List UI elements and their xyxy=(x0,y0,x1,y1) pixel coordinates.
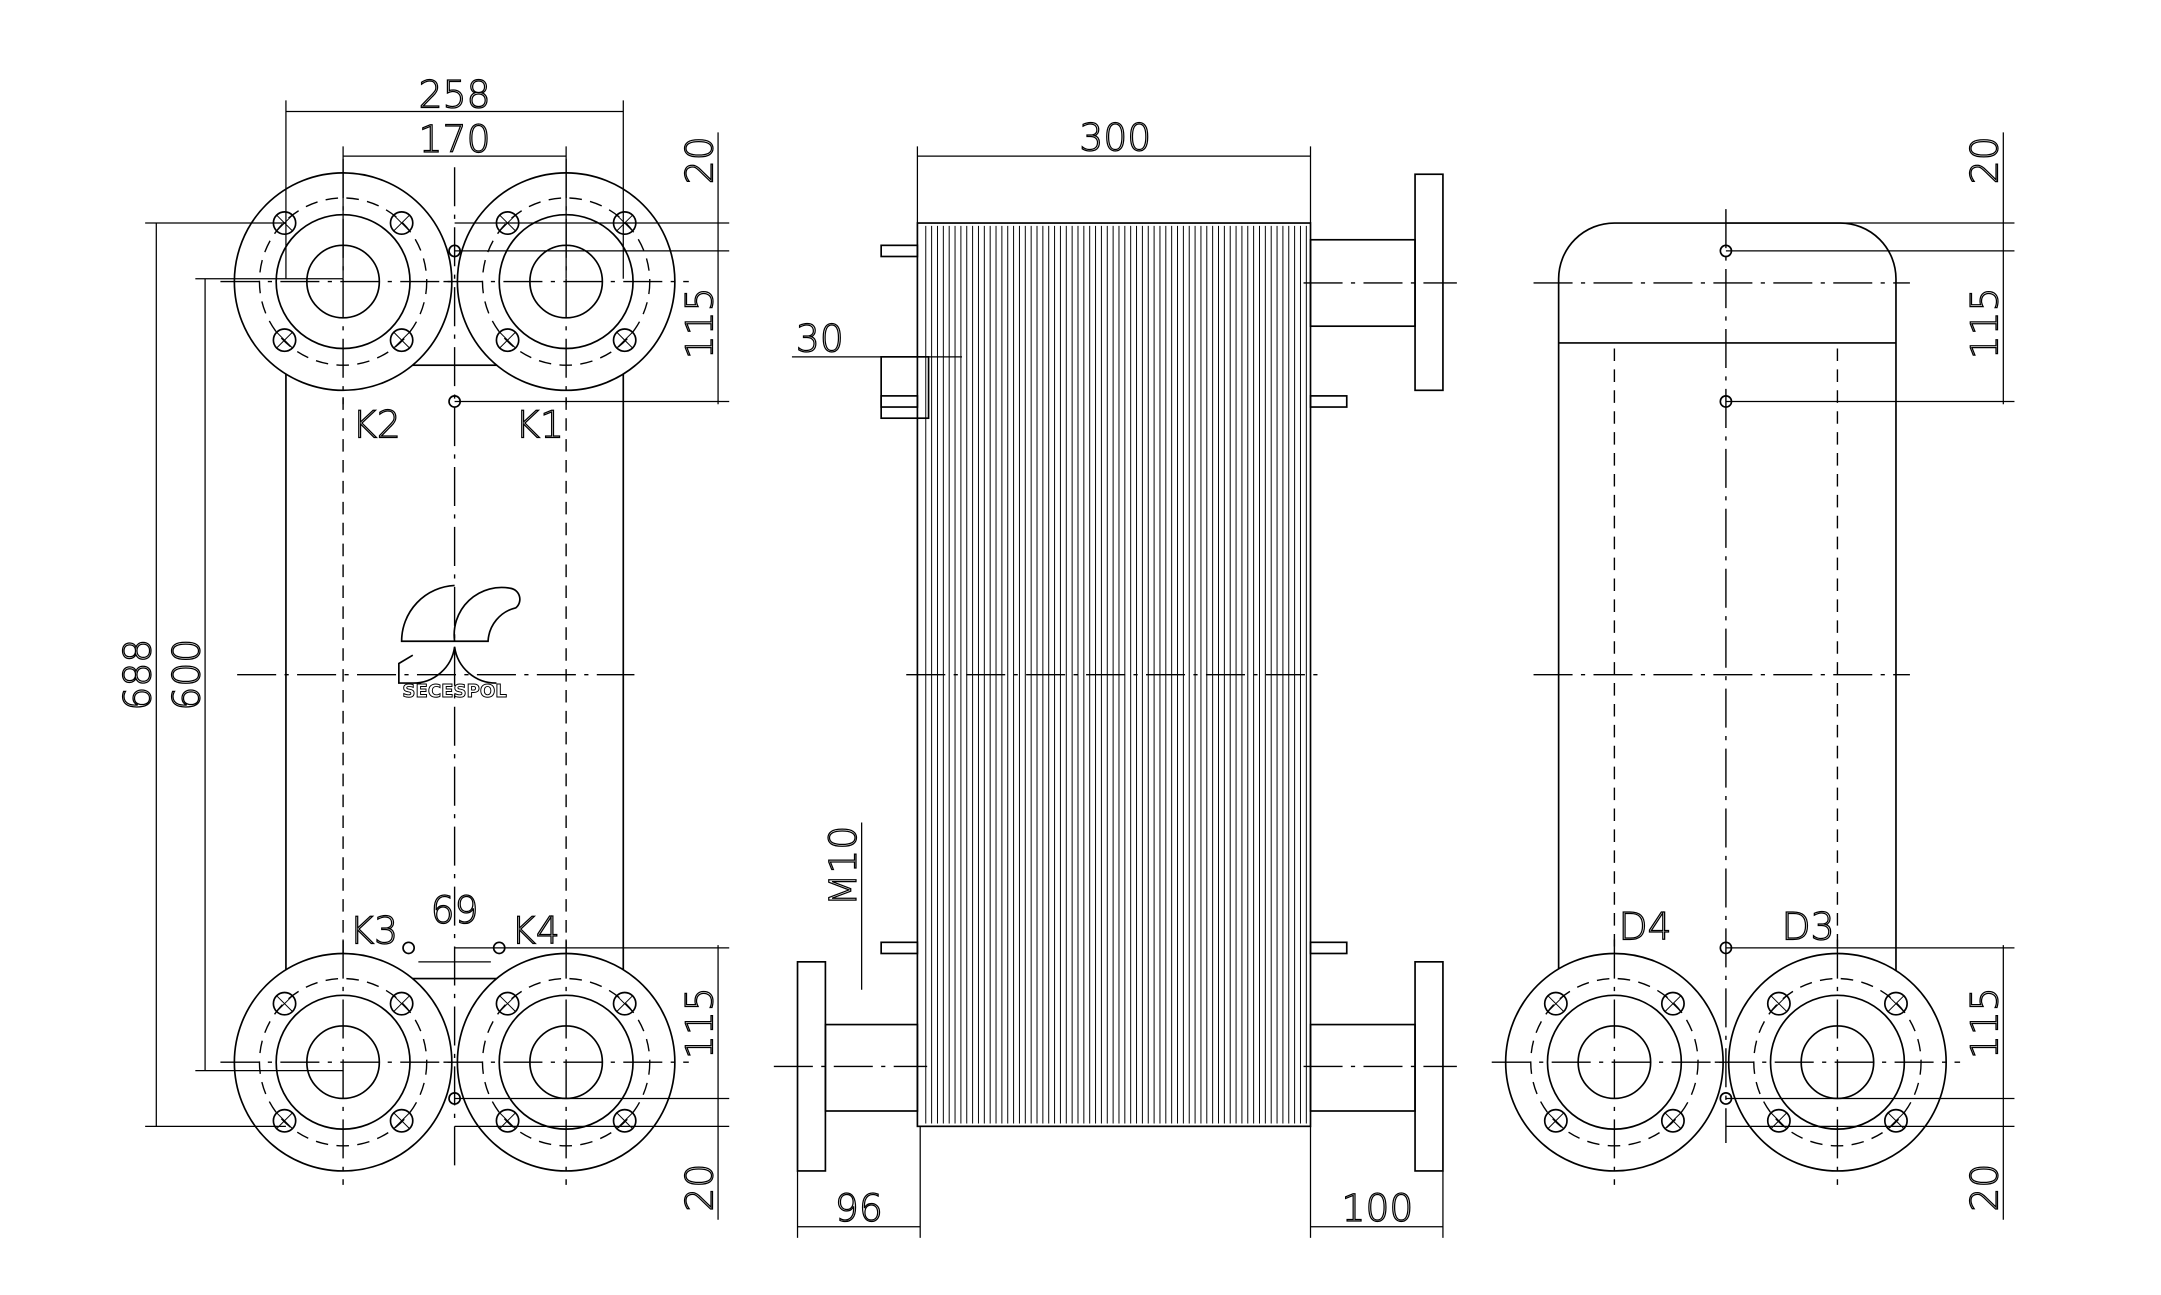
secespol-logo: SECESPOL xyxy=(398,584,521,702)
dim-115-top: 115 xyxy=(1963,287,2007,359)
port-d4: D4 xyxy=(1619,905,1672,949)
dim-96: 96 xyxy=(835,1186,883,1230)
dim-100: 100 xyxy=(1342,1186,1414,1230)
nozzle-bottom-right xyxy=(1303,961,1457,1172)
bolt-hole-icon xyxy=(1660,991,1685,1016)
flange xyxy=(1491,939,1738,1185)
dim-170: 170 xyxy=(419,117,491,161)
dim-20-bottom: 20 xyxy=(677,1164,721,1212)
dim-688: 688 xyxy=(116,639,160,711)
port-k3: K3 xyxy=(349,909,398,953)
bolt-hole-icon xyxy=(495,328,520,353)
nozzle-bottom-left xyxy=(773,961,928,1172)
port-labels: K2 K1 K3 K4 D4 D3 xyxy=(349,402,1835,953)
port-k4: K4 xyxy=(511,909,560,953)
dim-69: 69 xyxy=(431,888,479,932)
bolt-hole-icon xyxy=(389,211,414,236)
dim-m10: M10 xyxy=(821,826,865,906)
bolt-hole-icon xyxy=(612,328,637,353)
rear-body xyxy=(1557,222,1897,979)
bolt-hole-icon xyxy=(389,991,414,1016)
bolt-hole-icon xyxy=(1766,991,1791,1016)
port-k2: K2 xyxy=(352,403,401,447)
dim-258: 258 xyxy=(419,72,491,116)
dimension-lines: 258 170 688 600 69 20 115 115 20 20 115 115 20 xyxy=(115,72,2015,1220)
bolt-hole-icon xyxy=(272,328,297,353)
dim-300: 300 xyxy=(1079,116,1151,160)
dim-20-top: 20 xyxy=(677,136,721,184)
dim-115-top: 115 xyxy=(677,287,721,359)
front-view: SECESPOL xyxy=(237,167,635,1171)
mounting-hole xyxy=(402,941,416,955)
nozzle-top-right xyxy=(1303,173,1457,392)
dim-115-bottom: 115 xyxy=(677,987,721,1059)
bolt-hole-icon xyxy=(1660,1108,1685,1133)
dim-20-bottom: 20 xyxy=(1963,1164,2007,1212)
port-k1: K1 xyxy=(515,403,564,447)
flange xyxy=(220,939,466,1185)
flange xyxy=(1714,939,1961,1185)
bracket xyxy=(880,356,930,420)
flange xyxy=(443,939,689,1185)
bolt-hole-icon xyxy=(612,991,637,1016)
bolt-hole-icon xyxy=(1883,991,1908,1016)
logo-text: SECESPOL xyxy=(402,681,507,702)
bolt-hole-icon xyxy=(389,1108,414,1133)
dim-600: 600 xyxy=(165,639,209,711)
side-view: 300 30 M10 96 100 xyxy=(773,115,1457,1238)
bolt-hole-icon xyxy=(272,991,297,1016)
dim-20-top: 20 xyxy=(1963,136,2007,184)
bolt-hole-icon xyxy=(389,328,414,353)
port-d3: D3 xyxy=(1782,905,1835,949)
bolt-hole-icon xyxy=(495,991,520,1016)
bolt-hole-icon xyxy=(1543,991,1568,1016)
dim-30: 30 xyxy=(796,316,844,360)
bolt-hole-icon xyxy=(1543,1108,1568,1133)
dim-115-bottom: 115 xyxy=(1963,987,2007,1059)
